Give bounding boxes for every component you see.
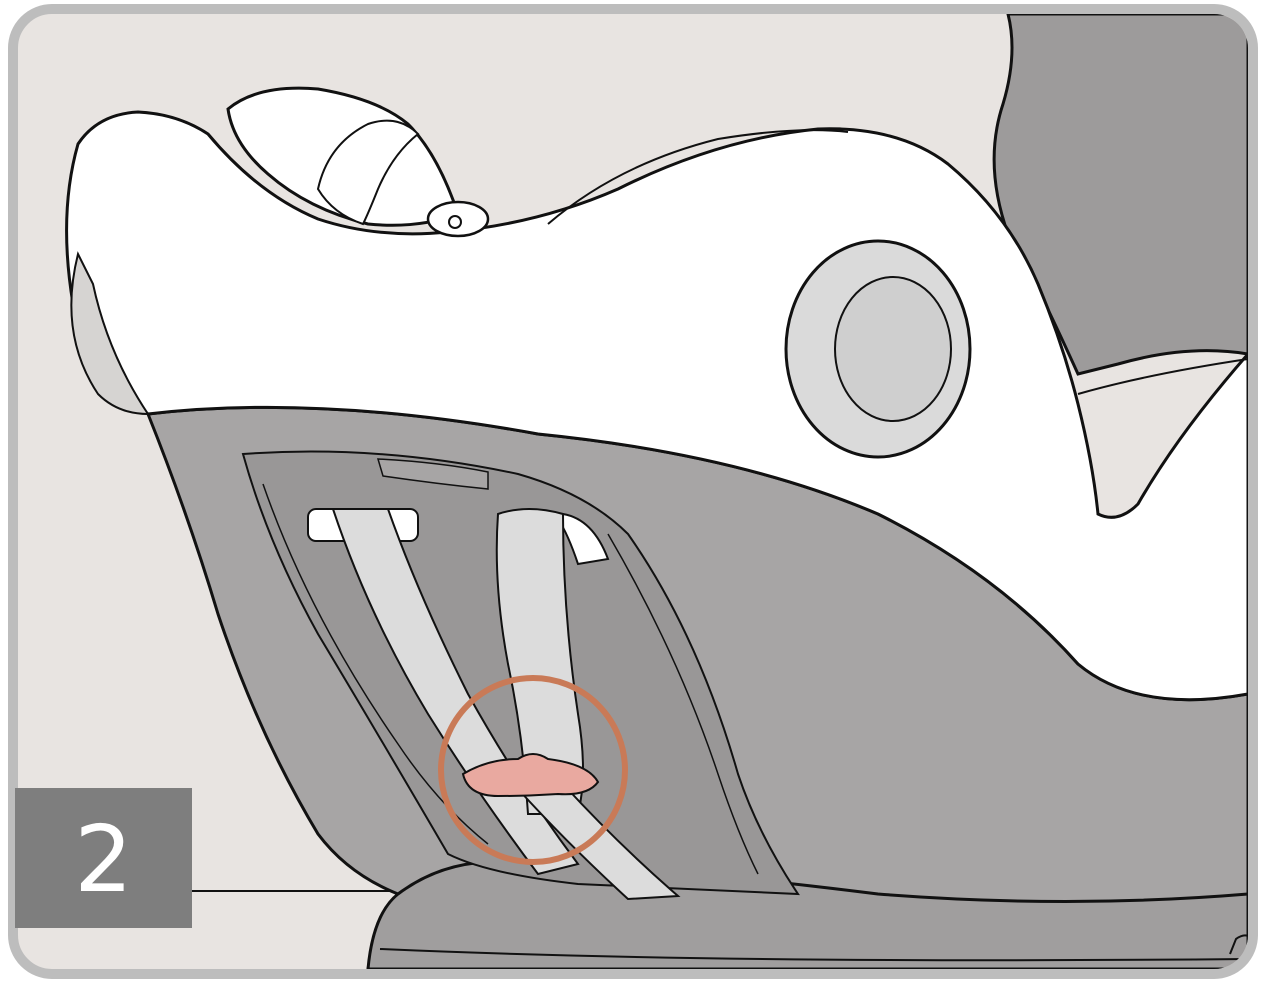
step-number-badge: 2 xyxy=(15,788,192,928)
side-release-button-inner xyxy=(835,277,951,421)
illustration-frame xyxy=(8,4,1258,979)
step-number: 2 xyxy=(74,814,133,906)
hinge-knob-center xyxy=(449,216,461,228)
car-seat-illustration xyxy=(18,14,1248,969)
